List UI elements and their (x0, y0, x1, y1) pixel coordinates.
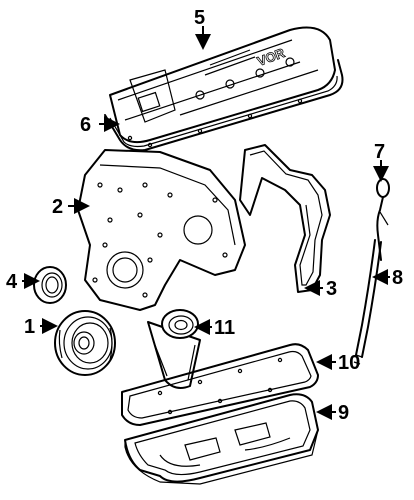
callout-6: 6 (80, 114, 91, 136)
callout-4: 4 (6, 271, 18, 293)
front-cover (77, 149, 246, 311)
callout-labels: 5 6 2 3 4 1 11 7 8 10 9 (6, 7, 403, 424)
callout-11: 11 (214, 317, 235, 339)
callout-3: 3 (326, 278, 337, 300)
oil-pan-gasket (121, 343, 319, 426)
oil-filter (147, 309, 201, 389)
callout-1: 1 (24, 316, 35, 338)
dipstick (376, 178, 390, 261)
crankshaft-pulley (54, 310, 116, 376)
callout-5: 5 (194, 7, 205, 29)
callout-leaders (22, 26, 390, 420)
callout-8: 8 (392, 267, 403, 289)
front-seal (33, 266, 67, 304)
valve-cover-gasket (104, 59, 344, 152)
front-cover-gasket (239, 144, 331, 293)
callout-2: 2 (52, 196, 63, 218)
callout-10: 10 (338, 352, 360, 374)
valve-cover: VOR (109, 26, 336, 144)
dipstick-tube (353, 239, 382, 365)
callout-9: 9 (338, 402, 349, 424)
oil-pan (124, 393, 319, 485)
callout-7: 7 (374, 141, 385, 163)
